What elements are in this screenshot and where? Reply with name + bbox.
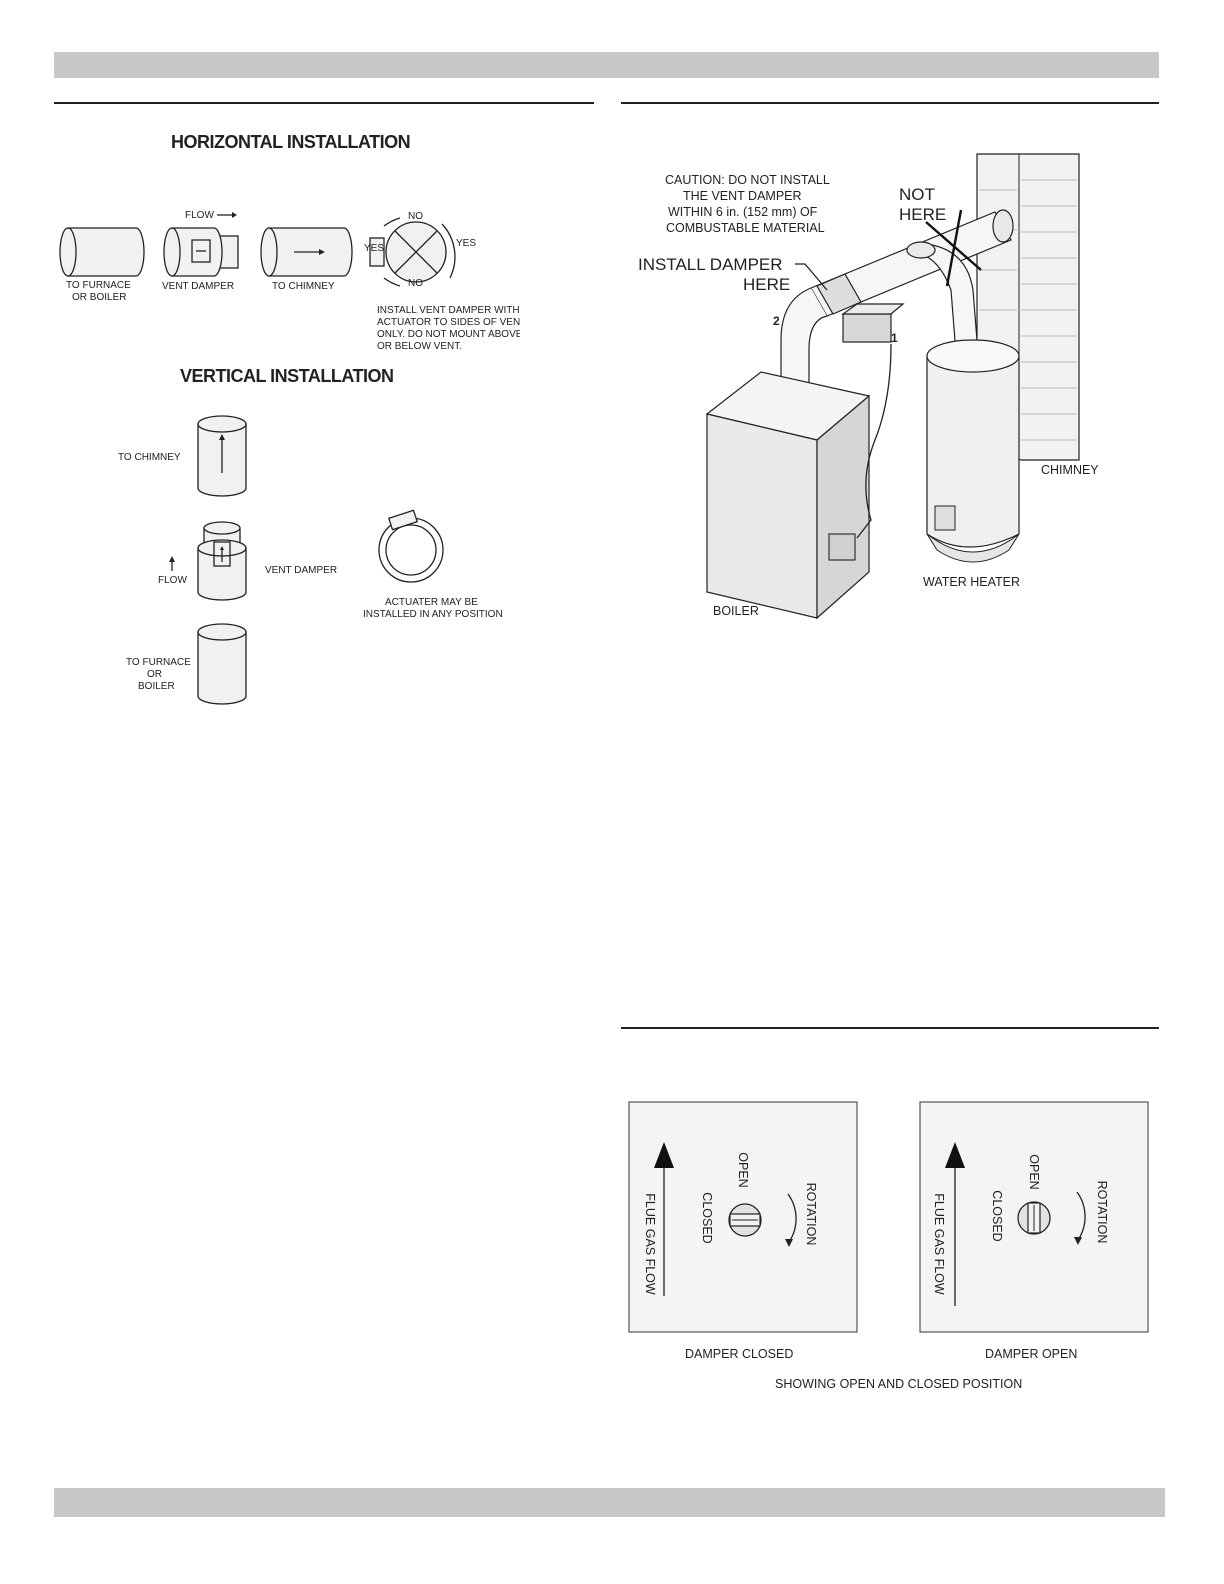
closed-flue-gas-flow: FLUE GAS FLOW xyxy=(643,1193,657,1295)
v-to-furnace-line1: TO FURNACE xyxy=(126,657,191,668)
h-no-top: NO xyxy=(408,211,423,222)
open-flue-gas-flow: FLUE GAS FLOW xyxy=(932,1193,946,1295)
v-vent-damper-label: VENT DAMPER xyxy=(265,565,337,576)
header-bar xyxy=(54,52,1159,78)
h-yes-right: YES xyxy=(456,238,476,249)
callout-2: 2 xyxy=(773,314,780,328)
footer-bar xyxy=(54,1488,1165,1517)
h-pipe-furnace xyxy=(59,227,145,277)
h-pipe-chimney xyxy=(260,227,353,277)
h-flow-label: FLOW xyxy=(185,210,214,221)
caption-damper-closed: DAMPER CLOSED xyxy=(685,1347,793,1361)
closed-rotation-label: ROTATION xyxy=(804,1183,818,1246)
vent-damper-on-pipe xyxy=(816,273,905,343)
damper-location-figure: CAUTION: DO NOT INSTALL THE VENT DAMPER … xyxy=(638,153,1099,620)
boiler xyxy=(705,343,892,620)
h-to-chimney-label: TO CHIMNEY xyxy=(272,281,335,292)
h-vent-damper-label: VENT DAMPER xyxy=(162,281,234,292)
caption-damper-open: DAMPER OPEN xyxy=(985,1347,1077,1361)
chimney-label: CHIMNEY xyxy=(1041,463,1099,477)
v-flow-arrowhead xyxy=(169,556,175,562)
not-here-line1: NOT xyxy=(899,185,935,204)
water-heater xyxy=(926,339,1020,563)
install-damper-line1: INSTALL DAMPER xyxy=(638,255,783,274)
h-note-line1: INSTALL VENT DAMPER WITH xyxy=(377,305,520,316)
vertical-installation-title: VERTICAL INSTALLATION xyxy=(180,366,394,386)
h-note-line3: ONLY. DO NOT MOUNT ABOVE xyxy=(377,329,520,340)
damper-closed-panel xyxy=(628,1101,858,1333)
install-damper-leader xyxy=(795,263,828,291)
open-closed-label: CLOSED xyxy=(990,1190,1004,1241)
h-no-bottom: NO xyxy=(408,278,423,289)
h-orientation-diagram xyxy=(369,217,456,287)
boiler-label: BOILER xyxy=(713,604,759,618)
h-yes-left: YES xyxy=(364,243,384,254)
v-vent-damper xyxy=(197,521,247,601)
h-to-furnace-line2: OR BOILER xyxy=(72,292,126,303)
v-to-chimney-label: TO CHIMNEY xyxy=(118,452,181,463)
v-actuator-ring xyxy=(378,509,444,583)
v-pipe-chimney xyxy=(197,415,247,497)
installation-orientation-figure: HORIZONTAL INSTALLATION FLOW TO FURNACE … xyxy=(59,132,520,705)
h-note-line4: OR BELOW VENT. xyxy=(377,341,462,352)
install-damper-line2: HERE xyxy=(743,275,790,294)
closed-closed-label: CLOSED xyxy=(700,1192,714,1243)
callout-1: 1 xyxy=(891,331,898,345)
damper-open-panel xyxy=(919,1101,1149,1333)
damper-position-figure: FLUE GAS FLOW OPEN CLOSED ROTATION FLUE … xyxy=(628,1101,1149,1391)
right-section-rule xyxy=(621,102,1159,104)
v-flow-label: FLOW xyxy=(158,575,187,586)
open-rotation-label: ROTATION xyxy=(1095,1181,1109,1244)
h-vent-damper xyxy=(163,227,239,277)
caution-line1: CAUTION: DO NOT INSTALL xyxy=(665,173,830,187)
caution-line2: THE VENT DAMPER xyxy=(683,189,802,203)
right-lower-section-rule xyxy=(621,1027,1159,1029)
not-here-line2: HERE xyxy=(899,205,946,224)
horizontal-installation-title: HORIZONTAL INSTALLATION xyxy=(171,132,410,152)
caption-open-closed: SHOWING OPEN AND CLOSED POSITION xyxy=(775,1377,1022,1391)
left-section-rule xyxy=(54,102,594,104)
v-to-furnace-line2: OR xyxy=(147,669,162,680)
caution-line4: COMBUSTABLE MATERIAL xyxy=(666,221,825,235)
h-to-furnace-line1: TO FURNACE xyxy=(66,280,131,291)
h-flow-arrowhead xyxy=(232,212,237,218)
not-here-cross xyxy=(925,209,982,287)
open-open-label: OPEN xyxy=(1027,1154,1041,1189)
closed-open-label: OPEN xyxy=(736,1152,750,1187)
v-to-furnace-line3: BOILER xyxy=(138,681,175,692)
v-actuator-line1: ACTUATER MAY BE xyxy=(385,597,478,608)
water-heater-label: WATER HEATER xyxy=(923,575,1020,589)
h-note-line2: ACTUATOR TO SIDES OF VENT xyxy=(377,317,520,328)
v-actuator-line2: INSTALLED IN ANY POSITION xyxy=(363,609,503,620)
v-pipe-furnace xyxy=(197,623,247,705)
caution-line3: WITHIN 6 in. (152 mm) OF xyxy=(668,205,818,219)
